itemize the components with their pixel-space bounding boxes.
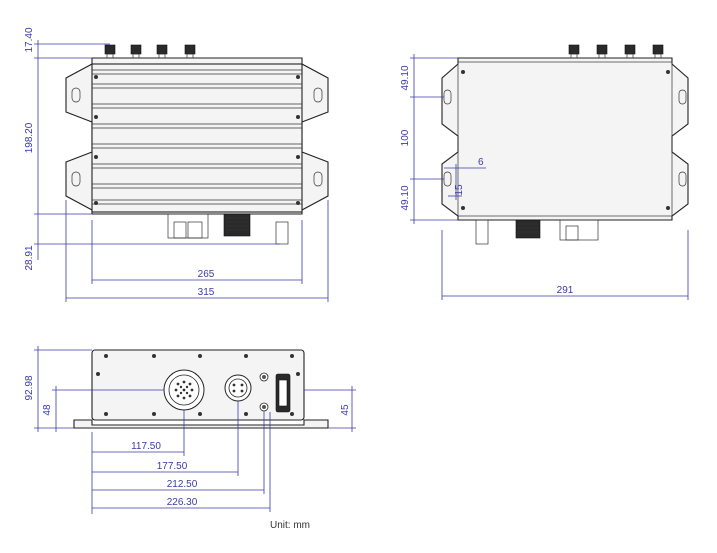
dim-front-height-top: 17.40 [24,27,35,52]
dim-front-width-inner: 265 [198,269,215,280]
front-bottom-connectors [167,213,289,245]
bottom-circular-connector-large [163,369,205,411]
dim-bottom-conn2: 177.50 [157,461,188,472]
bottom-dimensions [34,346,356,514]
dim-side-slot-length: 15 [454,184,465,196]
unit-label: Unit: mm [270,520,310,531]
front-heatsink-fins [92,69,302,205]
side-screws [461,70,670,210]
front-dimensions [34,40,329,302]
front-antenna-connectors [104,44,196,59]
dim-side-width: 291 [557,285,574,296]
front-screws [94,75,300,205]
side-dimensions [410,54,689,300]
dim-side-slot-pitch: 100 [400,129,411,146]
side-view: 49.10 100 49.10 6 15 291 [400,44,689,300]
dim-bottom-conn1: 117.50 [131,441,161,452]
side-body-outline [441,57,689,221]
bottom-bracket-flange [73,419,329,429]
front-heatsink-body [91,63,303,213]
side-antenna-connectors [568,44,664,59]
dim-front-width-outer: 315 [198,287,215,298]
front-view: 17.40 198.20 28.91 265 315 [24,27,329,302]
dim-side-slot-width: 6 [478,157,484,168]
bottom-screws [96,354,300,416]
dim-bottom-conn3: 212.50 [167,479,198,490]
dim-side-bottom-slot: 49.10 [400,185,411,210]
dim-side-top-slot: 49.10 [400,65,411,90]
dim-bottom-height-connector: 48 [42,404,53,416]
dim-front-height-body: 198.20 [24,122,35,153]
dim-bottom-height-right: 45 [340,404,351,416]
dim-bottom-conn4: 226.30 [167,497,198,508]
side-bottom-connectors [475,219,599,245]
bottom-view: 92.98 48 45 117.50 177.50 212.50 226.30 [24,346,356,514]
dim-front-height-bottom: 28.91 [24,245,35,270]
bottom-rf-connector [275,373,291,413]
bottom-circular-connector-small [224,374,252,402]
dim-bottom-height-total: 92.98 [24,375,35,400]
bottom-led-indicators [259,372,269,412]
